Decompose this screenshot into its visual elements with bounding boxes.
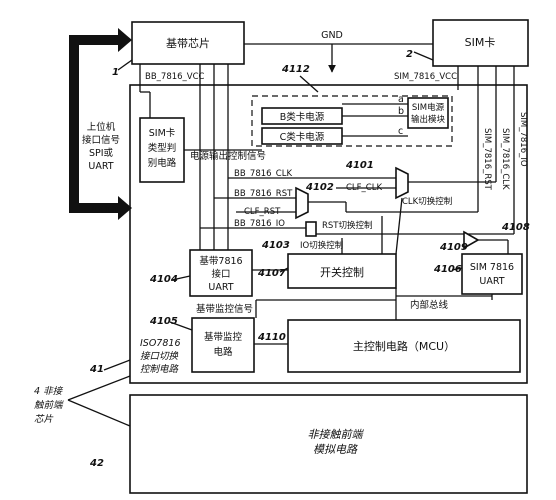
host-interface-arrow [69,28,132,220]
ref-4110: 4110 [257,332,286,343]
svg-text:上位机: 上位机 [87,121,116,133]
sim-uart-block: SIM 7816 UART [461,253,523,295]
svg-text:接口: 接口 [211,268,230,280]
b-power-block: B类卡电源 [261,107,343,125]
ref-4102: 4102 [305,182,334,193]
svg-text:UART: UART [88,161,113,172]
sim-power-module-boundary [251,95,453,147]
sim-vcc-label: SIM_7816_VCC [394,72,457,82]
port-b: b [398,106,404,117]
clk-mux [395,166,409,200]
mcu-block: 主控制电路（MCU） [287,319,521,373]
svg-text:SIM卡: SIM卡 [149,127,176,139]
bb-uart-block: 基带7816 接口 UART [189,249,253,297]
port-c: c [398,126,403,137]
ref-4103: 4103 [261,240,290,251]
io-switch-ctrl-label: IO切换控制 [300,240,343,251]
analog-circuit-block: 非接触前端 模拟电路 [129,394,528,494]
svg-text:输出模块: 输出模块 [411,114,446,125]
svg-text:非接触前端: 非接触前端 [308,428,365,441]
internal-bus-label: 内部总线 [410,299,449,311]
io-buffer-amp [463,230,480,250]
sim-type-detect-block: SIM卡 类型判 别电路 [139,117,185,183]
svg-text:控制电路: 控制电路 [140,364,180,375]
ref-4106: 4106 [433,264,462,275]
svg-text:基带7816: 基带7816 [199,255,242,267]
iso-switch-control-label: ISO7816 接口切换 控制电路 [140,338,181,375]
ref-2: 2 [406,49,413,60]
ref-1: 1 [112,67,119,78]
sim-rst-label: SIM_7816_RST [482,128,492,191]
ref-4109: 4109 [439,242,468,253]
svg-text:接口信号: 接口信号 [82,134,120,146]
svg-text:类型判: 类型判 [148,142,177,154]
clk-switch-ctrl-label: CLK切换控制 [402,196,452,207]
bb-io-label: BB_7816_IO [234,219,285,229]
svg-text:模拟电路: 模拟电路 [313,443,358,456]
baseband-chip-block: 基带芯片 [131,21,245,65]
bb-monitor-block: 基带监控 电路 [191,317,255,373]
sim-clk-label: SIM_7816_CLK [500,128,510,190]
ref-4104: 4104 [149,274,178,285]
rst-mux [295,186,309,220]
gnd-label: GND [321,30,343,41]
svg-text:主控制电路（MCU）: 主控制电路（MCU） [353,339,455,353]
rst-switch-ctrl-label: RST切换控制 [322,220,373,231]
host-interface-label: 上位机 接口信号 SPI或 UART [82,121,120,172]
svg-text:电路: 电路 [213,346,233,358]
svg-text:SIM 7816: SIM 7816 [470,262,514,273]
io-switch [305,221,317,237]
svg-text:别电路: 别电路 [148,157,177,169]
ref-4105: 4105 [149,316,178,327]
sim-card-block: SIM卡 [432,19,529,67]
sim-power-output-module: SIM电源 输出模块 [407,97,449,129]
svg-text:开关控制: 开关控制 [320,265,364,279]
ref-4101: 4101 [345,160,374,171]
svg-text:UART: UART [208,282,233,293]
contactless-chip-label: 4 非接 触前端 芯片 [34,386,64,425]
svg-text:芯片: 芯片 [34,414,54,425]
bb-clk-label: BB_7816_CLK [234,169,292,179]
svg-text:触前端: 触前端 [34,399,64,411]
bb-monitor-signal-label: 基带监控信号 [196,303,253,315]
svg-text:UART: UART [479,276,504,287]
switch-control-block: 开关控制 [287,253,397,289]
svg-text:基带监控: 基带监控 [204,331,243,343]
sim-card-label: SIM卡 [465,36,496,49]
ref-4111: 4111 [89,205,118,216]
ref-4112: 4112 [281,64,310,75]
port-a: a [398,94,404,105]
c-power-block: C类卡电源 [261,127,343,145]
svg-text:接口切换: 接口切换 [140,351,179,362]
svg-text:SPI或: SPI或 [89,147,114,159]
svg-text:4 非接: 4 非接 [34,386,64,397]
bb-vcc-label: BB_7816_VCC [145,72,205,82]
sim-io-label: SIM_7816_IO [518,112,528,167]
baseband-chip-label: 基带芯片 [166,36,210,50]
bb-rst-label: BB_7816_RST [234,189,293,199]
ref-42: 42 [89,458,104,469]
svg-text:SIM电源: SIM电源 [412,102,445,113]
ref-41: 41 [89,364,104,375]
svg-text:C类卡电源: C类卡电源 [280,131,325,143]
svg-text:B类卡电源: B类卡电源 [280,111,325,123]
svg-text:ISO7816: ISO7816 [140,338,181,349]
ref-4107: 4107 [257,268,286,279]
ref-4108: 4108 [501,222,530,233]
